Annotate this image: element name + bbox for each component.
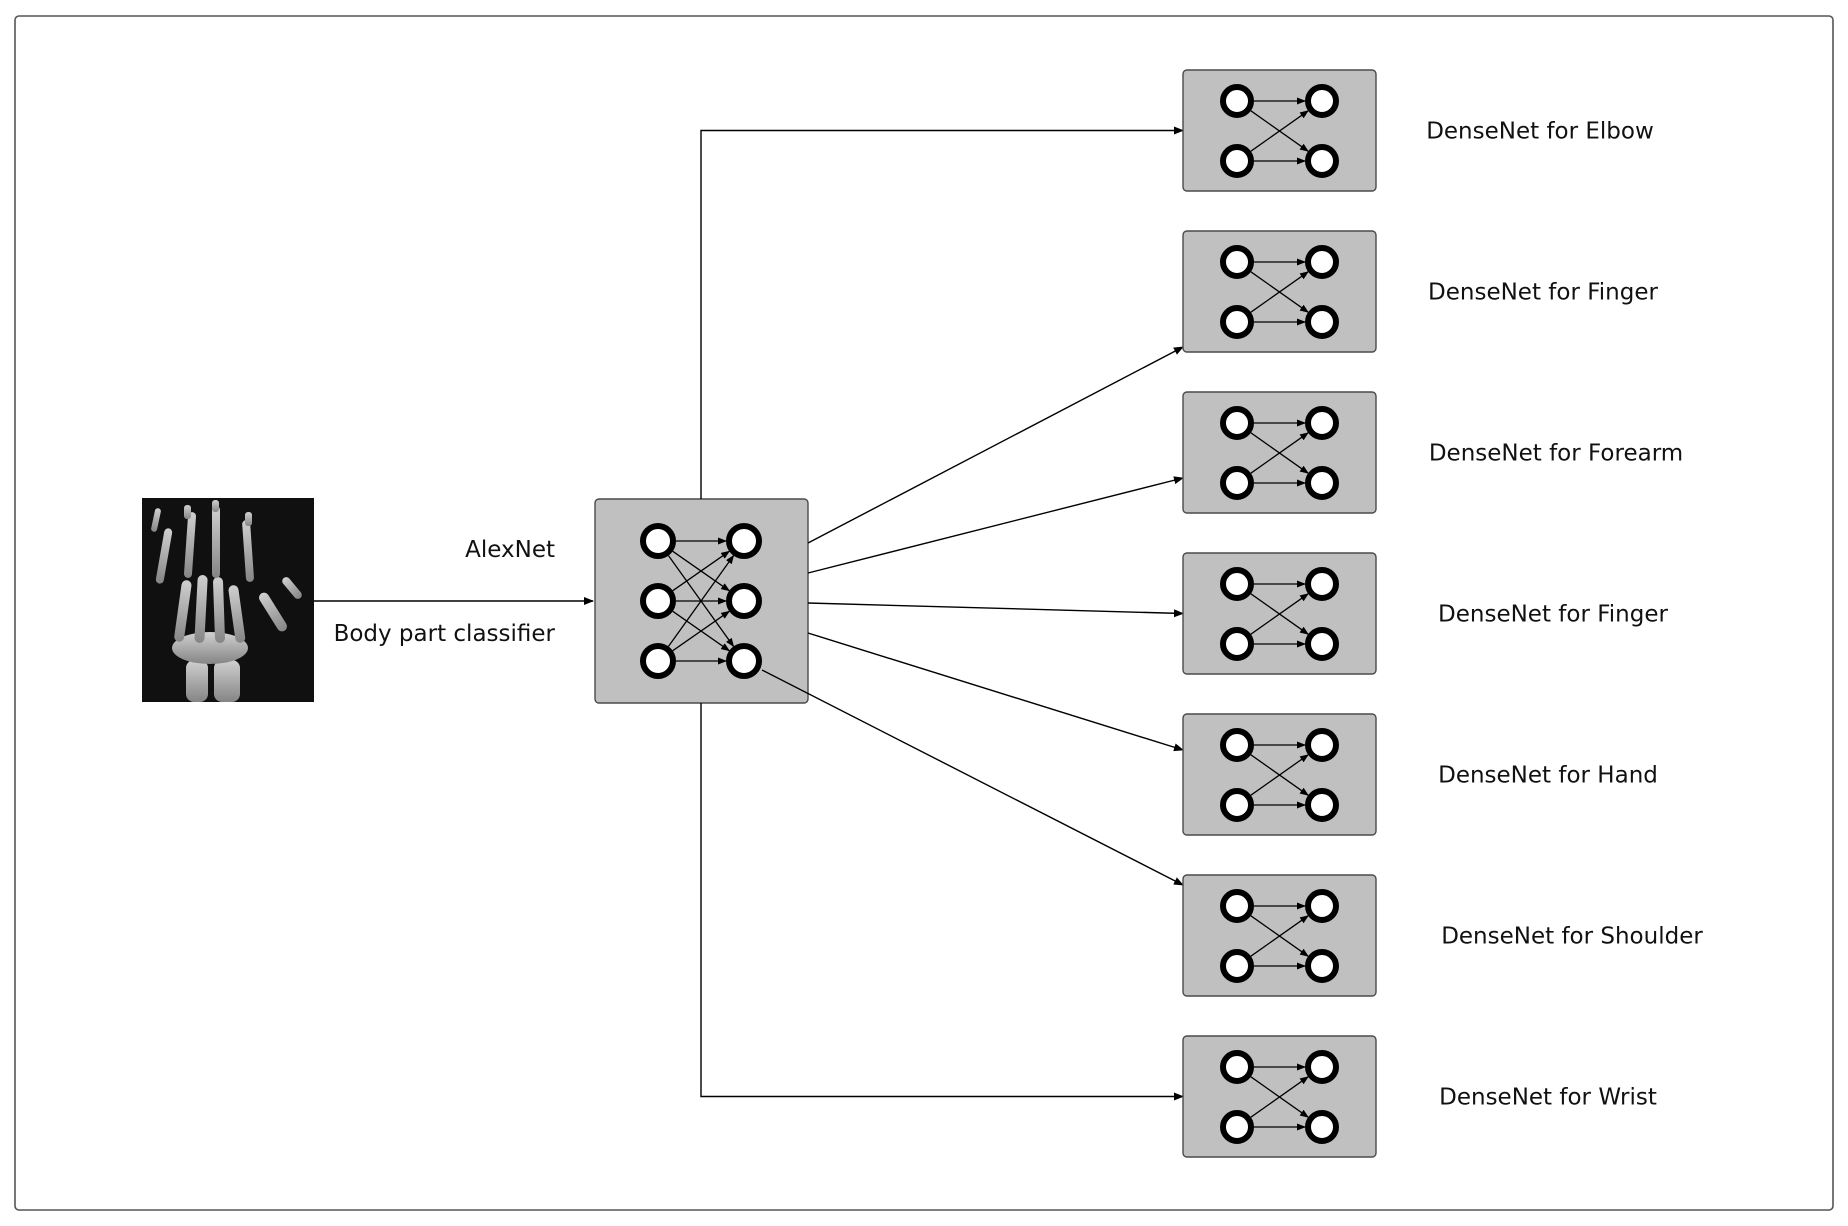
densenet-connections <box>1250 1063 1309 1131</box>
alexnet-neuron <box>726 643 762 679</box>
densenet-connections <box>1250 580 1309 648</box>
densenet-edge <box>1250 1076 1309 1118</box>
alexnet-edge <box>672 550 731 592</box>
densenet-neurons <box>1220 406 1339 500</box>
densenet-edge <box>1250 593 1309 635</box>
densenet-label-5: DenseNet for Hand <box>1438 763 1658 789</box>
densenet-edge <box>1250 754 1309 796</box>
densenet-neuron <box>1305 245 1339 279</box>
densenet-label-2: DenseNet for Finger <box>1428 280 1658 306</box>
densenet-block-5: DenseNet for Hand <box>1182 713 1658 836</box>
alexnet-connections <box>667 537 735 665</box>
densenet-neuron <box>1220 627 1254 661</box>
alexnet-block <box>594 498 809 704</box>
densenet-connections <box>1250 97 1309 165</box>
densenet-neurons <box>1220 889 1339 983</box>
densenet-neuron <box>1220 788 1254 822</box>
densenet-block-7: DenseNet for Wrist <box>1182 1035 1657 1158</box>
alexnet-neuron <box>640 523 676 559</box>
route-to-expert-2 <box>807 346 1184 544</box>
densenet-neuron <box>1220 245 1254 279</box>
alexnet-neuron <box>640 643 676 679</box>
densenet-neuron <box>1220 889 1254 923</box>
route-to-expert-7 <box>700 703 1184 1101</box>
densenet-neuron <box>1220 1050 1254 1084</box>
route-to-expert-3 <box>807 476 1184 574</box>
classifier-name: AlexNet <box>465 537 555 563</box>
densenet-neuron <box>1305 788 1339 822</box>
densenet-neuron <box>1220 466 1254 500</box>
densenet-neurons <box>1220 1050 1339 1144</box>
route-to-expert-1 <box>700 126 1184 499</box>
alexnet-edge <box>672 610 731 652</box>
densenet-neuron <box>1305 627 1339 661</box>
densenet-edge <box>1250 915 1309 957</box>
densenet-block-3: DenseNet for Forearm <box>1182 391 1683 514</box>
densenet-neuron <box>1305 406 1339 440</box>
densenet-block-4: DenseNet for Finger <box>1182 552 1669 675</box>
densenet-neuron <box>1220 567 1254 601</box>
densenet-neurons <box>1220 567 1339 661</box>
densenet-neuron <box>1305 144 1339 178</box>
densenet-neuron <box>1305 1050 1339 1084</box>
densenet-connections <box>1250 258 1309 326</box>
densenet-label-7: DenseNet for Wrist <box>1439 1085 1657 1111</box>
densenet-connections <box>1250 419 1309 487</box>
densenet-neuron <box>1305 84 1339 118</box>
densenet-edge <box>1250 110 1309 152</box>
routing-connectors <box>700 126 1184 1101</box>
route-to-expert-4 <box>807 602 1184 618</box>
densenet-block-6: DenseNet for Shoulder <box>1182 874 1703 997</box>
densenet-neuron <box>1220 84 1254 118</box>
route-to-expert-5 <box>807 632 1184 752</box>
densenet-label-1: DenseNet for Elbow <box>1426 119 1654 145</box>
densenet-connections <box>1250 741 1309 809</box>
densenet-edge <box>1250 271 1309 313</box>
densenet-connections <box>1250 902 1309 970</box>
densenet-neuron <box>1305 567 1339 601</box>
alexnet-edge <box>667 554 735 647</box>
densenet-block-1: DenseNet for Elbow <box>1182 69 1654 192</box>
densenet-neuron <box>1220 728 1254 762</box>
densenet-neuron <box>1220 144 1254 178</box>
densenet-neuron <box>1305 305 1339 339</box>
densenet-neuron <box>1220 305 1254 339</box>
densenet-neurons <box>1220 245 1339 339</box>
densenet-neuron <box>1305 1110 1339 1144</box>
densenet-edge <box>1250 432 1309 474</box>
densenet-neurons <box>1220 728 1339 822</box>
alexnet-neuron <box>726 523 762 559</box>
densenet-neuron <box>1220 949 1254 983</box>
densenet-neuron <box>1305 889 1339 923</box>
densenet-label-4: DenseNet for Finger <box>1438 602 1668 628</box>
classifier-role: Body part classifier <box>334 621 556 647</box>
densenet-label-6: DenseNet for Shoulder <box>1441 924 1703 950</box>
hand-xray-image <box>142 498 314 702</box>
densenet-neuron <box>1305 466 1339 500</box>
densenet-neuron <box>1305 728 1339 762</box>
alexnet-neuron <box>640 583 676 619</box>
densenet-block-2: DenseNet for Finger <box>1182 230 1659 353</box>
diagram-frame <box>14 15 1834 1211</box>
alexnet-neurons <box>640 523 762 679</box>
densenet-label-3: DenseNet for Forearm <box>1429 441 1683 467</box>
densenet-neuron <box>1305 949 1339 983</box>
densenet-neuron <box>1220 406 1254 440</box>
route-to-expert-6 <box>761 669 1184 886</box>
densenet-neuron <box>1220 1110 1254 1144</box>
densenet-neurons <box>1220 84 1339 178</box>
alexnet-neuron <box>726 583 762 619</box>
